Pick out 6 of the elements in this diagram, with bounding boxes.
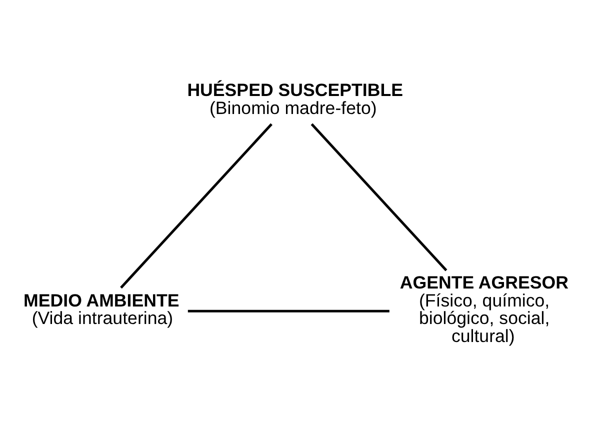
- connector: [188, 309, 390, 312]
- node-text: HUÉSPED SUSCEPTIBLE (Binomio madre-feto): [187, 80, 403, 118]
- node-text: AGENTE AGRESOR (Físico, químico, biológico, social, cultural): [400, 272, 568, 346]
- node-text: MEDIO AMBIENTE (Vida intrauterina): [24, 290, 180, 328]
- connector: [120, 122, 272, 288]
- connector: [310, 122, 448, 271]
